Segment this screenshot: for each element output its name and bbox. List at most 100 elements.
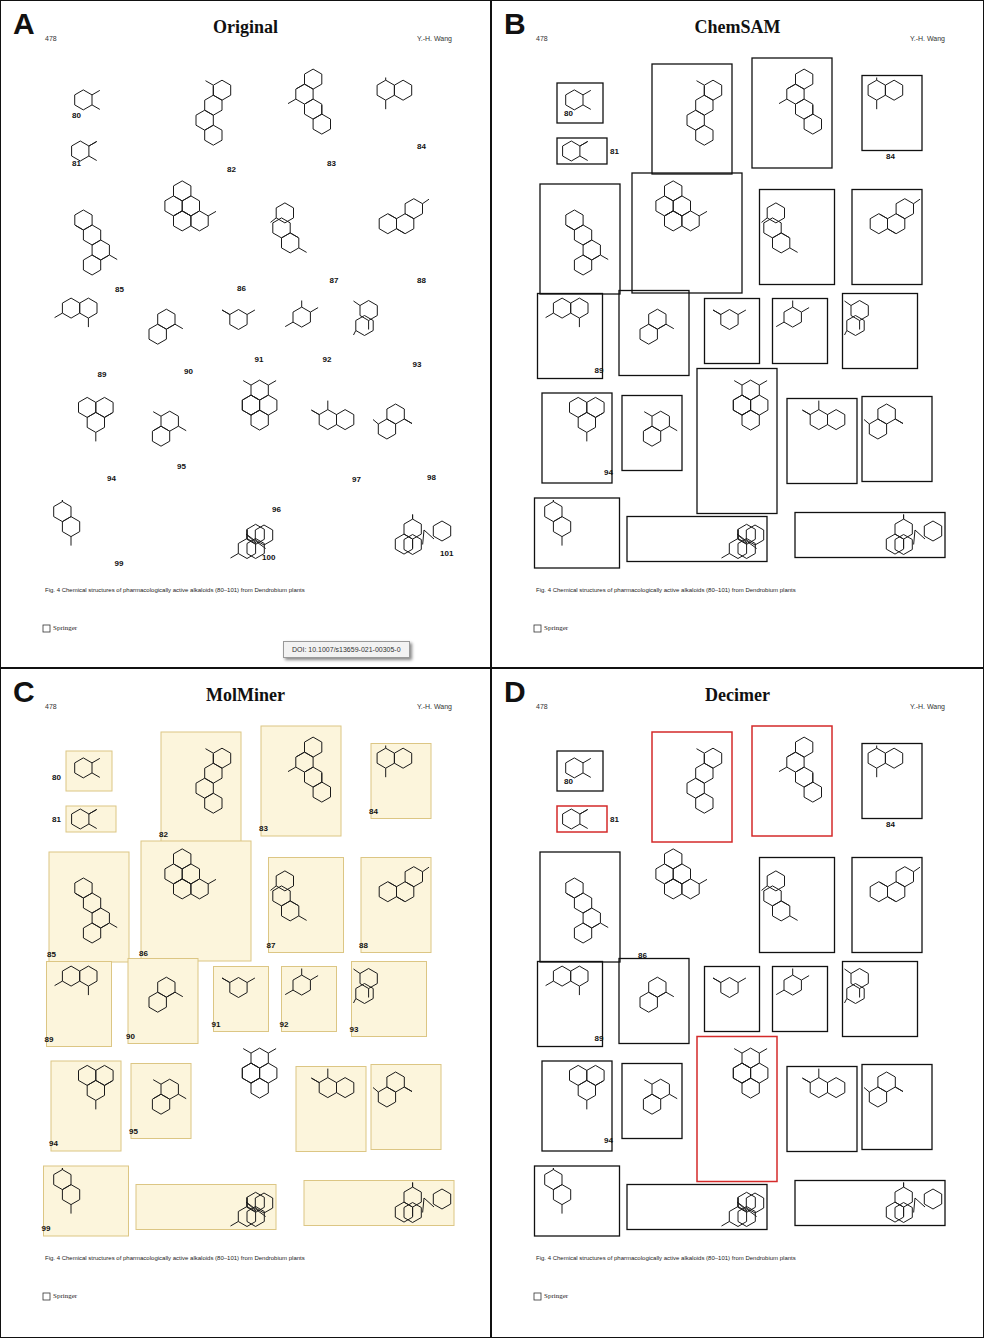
compound-number: 83 [259,824,268,833]
compound-number: 85 [47,950,56,959]
substituent-bond [412,1183,413,1188]
ring-bond [885,748,902,768]
ring-bond [293,307,310,327]
detection-box [843,294,918,369]
detection-box [773,299,828,364]
substituent-bond [397,229,405,234]
ring-bond [640,992,657,1012]
ring-bond [696,793,713,813]
substituent-bond [373,1088,378,1093]
substituent-bond [178,426,186,431]
structure-art [492,669,984,1338]
substituent-bond [92,90,100,95]
substituent-bond [845,331,847,336]
ring-bond [174,211,191,231]
substituent-bond [404,419,412,424]
compound-number: 87 [267,941,276,950]
doi-badge: DOI: 10.1007/s13659-021-00305-0 [283,641,410,658]
detection-box [627,517,767,562]
substituent-bond [713,978,721,983]
substituent-bond [802,1078,810,1083]
substituent-bond [354,999,356,1004]
ring-bond [643,1094,660,1114]
substituent-bond [62,500,63,502]
substituent-bond [580,142,588,147]
substituent-bond [673,211,681,216]
substituent-bond [321,773,322,782]
detection-box [852,858,922,953]
substituent-bond [290,233,298,238]
substituent-bond [779,99,787,104]
detection-box [49,852,129,962]
detection-box [161,732,241,842]
substituent-bond [412,515,413,520]
substituent-bond [580,810,588,815]
ring-bond [784,307,801,327]
springer-logo [43,625,50,632]
substituent-bond [412,539,413,548]
detection-box [752,58,832,168]
detection-boxes [44,726,455,1236]
substituent-bond [876,78,877,81]
substituent-bond [404,419,412,424]
compound-number: 91 [212,1020,221,1029]
substituent-bond [802,410,810,415]
chain-bond [246,1202,266,1217]
compound-number: 81 [72,159,81,168]
ring-bond [337,410,354,430]
substituent-bond [385,100,386,109]
substituent-bond [657,325,665,330]
substituent-bond [845,969,852,974]
substituent-bond [271,218,277,223]
substituent-bond [579,986,580,995]
ring-bond [149,324,166,344]
detection-box [705,299,760,364]
substituent-bond [903,515,904,520]
detection-box [269,858,344,953]
detection-box [304,1181,454,1226]
substituent-bond [644,1094,652,1099]
substituent-bond [704,86,705,95]
substituent-bond [373,420,378,425]
substituent-bond [818,1069,819,1078]
ring-bond [282,901,299,921]
ring-bond [746,1193,763,1213]
substituent-bond [845,999,847,1004]
compound-number: 89 [98,370,107,379]
compound-number: 90 [126,1032,135,1041]
substituent-bond [759,1049,767,1054]
running-author: Y.-H. Wang [417,703,452,710]
substituent-bond [546,981,554,986]
ring-bond [563,141,580,161]
substituent-bond [153,1080,161,1085]
detection-box [760,858,835,953]
substituent-bond [580,824,588,829]
compound-number: 81 [610,815,619,824]
substituent-bond [665,211,673,216]
detection-box [557,83,603,123]
substituent-bond [788,84,796,89]
publisher-mark: Springer [53,624,77,632]
substituent-bond [801,976,809,981]
substituent-bond [55,313,63,318]
substituent-bond [206,749,214,754]
substituent-bond [713,978,721,983]
substituent-bond [88,986,89,995]
ring-bond [804,114,821,134]
ring-bond [773,233,790,253]
detection-box [128,959,198,1044]
ring-bond [804,782,821,802]
substituent-bond [600,255,608,260]
compound-number: 94 [604,1136,613,1145]
figure-panel: CMolMiner478Y.-H. Wang808182838485868788… [0,668,491,1338]
substituent-bond [903,539,904,548]
substituent-bond [222,310,230,315]
substituent-bond [208,879,216,884]
substituent-bond [553,1168,554,1170]
substituent-bond [734,1049,742,1054]
ring-bond [847,316,864,336]
compound-number: 95 [177,462,186,471]
figure-caption: Fig. 4 Chemical structures of pharmacolo… [45,1255,305,1261]
ring-bond [230,978,247,998]
compound-number: 94 [107,474,116,483]
